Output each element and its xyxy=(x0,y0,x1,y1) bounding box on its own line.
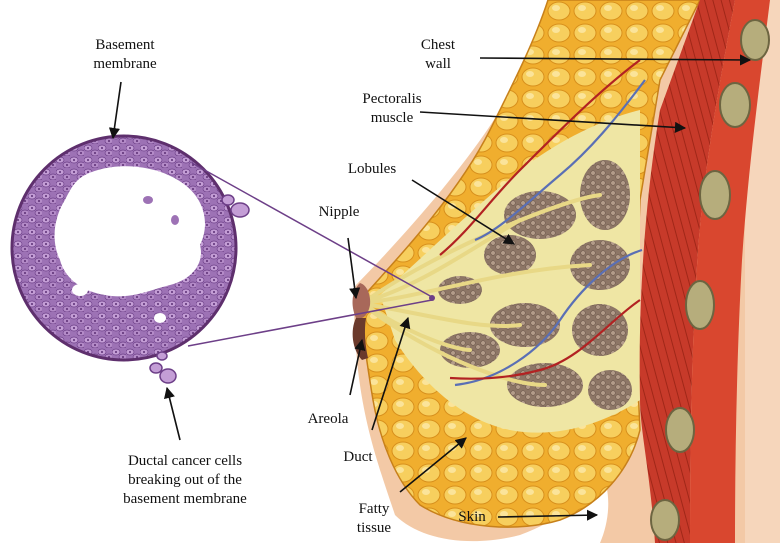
label-pectoralis-muscle: Pectoralis muscle xyxy=(352,90,432,128)
rib xyxy=(686,281,714,329)
rib xyxy=(666,408,694,452)
duct-lumen xyxy=(55,166,205,296)
label-basement-membrane: Basement membrane xyxy=(80,36,170,74)
lobule xyxy=(580,160,630,230)
escaping-cell xyxy=(222,195,234,205)
nipple-arrow xyxy=(348,238,356,298)
rib xyxy=(651,500,679,540)
escaping-cell xyxy=(160,369,176,383)
label-skin: Skin xyxy=(447,508,497,527)
escaping-cell xyxy=(157,352,167,360)
basement-membrane-arrow xyxy=(113,82,121,138)
anatomy-illustration xyxy=(353,0,780,543)
magnified-duct-cross-section xyxy=(12,136,249,383)
label-fatty-tissue: Fatty tissue xyxy=(348,500,400,538)
ductal-cancer-arrow xyxy=(167,388,180,440)
zoom-point xyxy=(429,295,435,301)
label-nipple: Nipple xyxy=(308,203,370,222)
label-ductal-cancer-cells: Ductal cancer cells breaking out of the … xyxy=(100,452,270,509)
label-chest-wall: Chest wall xyxy=(408,36,468,74)
escaping-cell xyxy=(150,363,162,373)
rib xyxy=(741,20,769,60)
rib xyxy=(720,83,750,127)
rib xyxy=(700,171,730,219)
label-areola: Areola xyxy=(298,410,358,429)
label-duct: Duct xyxy=(333,448,383,467)
escaping-cell xyxy=(231,203,249,217)
label-lobules: Lobules xyxy=(337,160,407,179)
lobule xyxy=(588,370,632,410)
